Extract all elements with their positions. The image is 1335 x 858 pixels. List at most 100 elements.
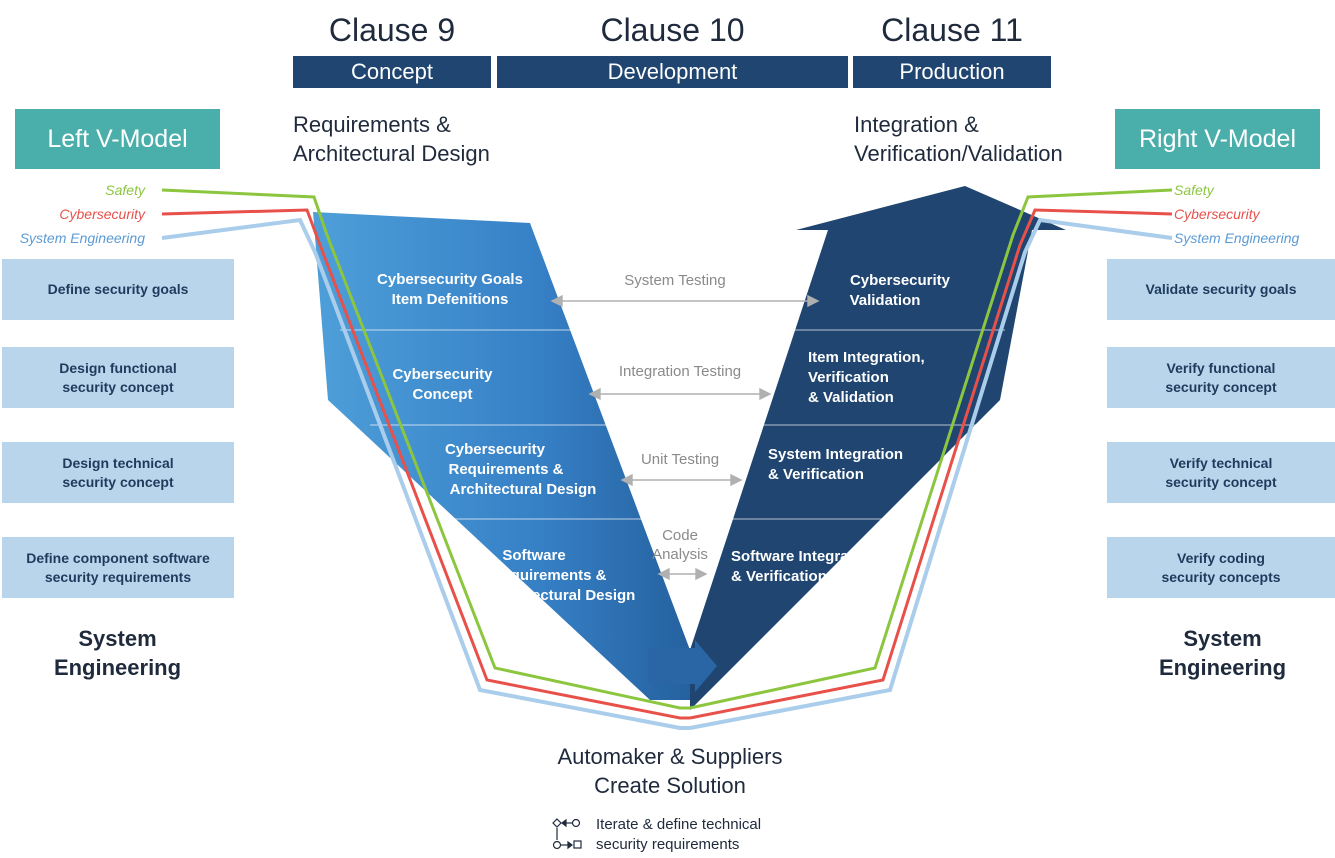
- v-right-stage-3: System Integration & Verification: [768, 445, 948, 485]
- v-right-stage-4-line2: & Verification: [731, 568, 827, 585]
- right-heading: Integration & Verification/Validation: [854, 110, 1114, 168]
- v-right-stage-1: Cybersecurity Validation: [825, 271, 975, 311]
- right-box-4-line1: Verify coding: [1177, 549, 1265, 566]
- right-legend-cybersecurity: Cybersecurity: [1174, 206, 1260, 222]
- v-left-stage-4-line1: Software: [502, 547, 566, 564]
- left-heading-line2: Architectural Design: [293, 141, 490, 166]
- v-right-stage-2-line2: Verification: [808, 369, 889, 386]
- right-box-4: Verify coding security concepts: [1107, 537, 1335, 598]
- bottom-caption: Automaker & Suppliers Create Solution: [520, 742, 820, 800]
- clause-9-title: Clause 9: [328, 12, 456, 48]
- v-right-stage-3-line2: & Verification: [768, 466, 864, 483]
- v-right-stage-4-line1: Software Integration: [731, 548, 877, 565]
- phase-development: Development: [497, 56, 848, 88]
- left-box-1: Define security goals: [2, 259, 234, 320]
- left-footer-line2: Engineering: [53, 655, 182, 680]
- system-testing-arrow: [550, 294, 820, 308]
- right-heading-line1: Integration &: [854, 112, 979, 137]
- right-heading-line2: Verification/Validation: [854, 141, 1063, 166]
- v-left-stage-1-line1: Cybersecurity Goals: [377, 271, 523, 288]
- left-box-2-line2: security concept: [62, 378, 174, 395]
- phase-concept: Concept: [293, 56, 491, 88]
- right-box-1: Validate security goals: [1107, 259, 1335, 320]
- right-legend-system-engineering: System Engineering: [1174, 230, 1300, 246]
- iterate-icon: [552, 818, 582, 850]
- v-right-arrow: [690, 186, 1066, 710]
- v-right-stage-3-line1: System Integration: [768, 446, 904, 463]
- phase-production: Production: [853, 56, 1051, 88]
- v-left-stage-4: Software Requirements & Architectural De…: [455, 546, 665, 606]
- bottom-caption-line1: Automaker & Suppliers: [557, 744, 783, 769]
- v-left-stage-3-line2: Requirements &: [448, 461, 564, 478]
- right-system-engineering-line: [689, 217, 1173, 730]
- right-safety-line: [689, 188, 1173, 710]
- right-box-3-line2: security concept: [1165, 473, 1277, 490]
- left-box-3: Design technical security concept: [2, 442, 234, 503]
- left-box-2-line1: Design functional: [59, 359, 177, 376]
- right-box-2-line2: security concept: [1165, 378, 1277, 395]
- v-left-stage-2-line2: Concept: [412, 386, 473, 403]
- right-cybersecurity-line: [689, 208, 1173, 720]
- right-footer-line2: Engineering: [1158, 655, 1287, 680]
- right-system-engineering-title: System Engineering: [1120, 624, 1325, 682]
- bottom-caption-line2: Create Solution: [594, 773, 746, 798]
- v-right-stage-2: Item Integration, Verification & Validat…: [800, 348, 960, 408]
- right-box-4-line2: security concepts: [1161, 568, 1281, 585]
- right-box-2-line1: Verify functional: [1166, 359, 1276, 376]
- v-right-stage-2-line3: & Validation: [808, 389, 894, 406]
- right-footer-line1: System: [1183, 626, 1262, 651]
- right-legend-safety: Safety: [1174, 182, 1214, 198]
- left-system-engineering-line: [161, 217, 690, 730]
- left-box-2: Design functional security concept: [2, 347, 234, 408]
- code-analysis-arrow: [657, 567, 708, 581]
- v-left-stage-4-line2: Requirements &: [491, 567, 607, 584]
- integration-testing-label: Integration Testing: [618, 363, 742, 380]
- left-box-1-text: Define security goals: [47, 281, 189, 297]
- code-analysis-line2: Analysis: [652, 546, 708, 563]
- right-box-3-line1: Verify technical: [1169, 454, 1273, 471]
- left-footer-line1: System: [78, 626, 157, 651]
- v-left-stage-1-line2: Item Defenitions: [391, 291, 509, 308]
- left-legend-safety: Safety: [105, 182, 145, 198]
- v-left-stage-4-line3: Architectural Design: [488, 587, 636, 604]
- v-left-stage-3: Cybersecurity Requirements & Architectur…: [420, 440, 620, 500]
- left-box-4: Define component software security requi…: [2, 537, 234, 598]
- left-system-engineering-title: System Engineering: [15, 624, 220, 682]
- left-heading-line1: Requirements &: [293, 112, 451, 137]
- system-testing-label: System Testing: [624, 272, 726, 289]
- iterate-legend-line1: Iterate & define technical: [596, 816, 762, 833]
- right-v-model-title: Right V-Model: [1115, 109, 1320, 169]
- left-box-4-line1: Define component software: [26, 549, 210, 566]
- left-box-3-line2: security concept: [62, 473, 174, 490]
- left-safety-line: [161, 188, 690, 710]
- left-heading: Requirements & Architectural Design: [293, 110, 543, 168]
- v-left-arm: [313, 212, 690, 700]
- v-left-stage-1: Cybersecurity Goals Item Defenitions: [350, 270, 550, 310]
- left-cybersecurity-line: [161, 208, 690, 720]
- v-right-stage-1-line1: Cybersecurity: [849, 272, 951, 289]
- v-left-stage-2-line1: Cybersecurity: [392, 366, 493, 383]
- code-analysis-label: Code Analysis: [640, 526, 720, 564]
- integration-testing-arrow: [588, 387, 772, 401]
- bottom-arrow-icon: [648, 640, 717, 692]
- iterate-legend-line2: security requirements: [596, 836, 740, 853]
- right-box-1-text: Validate security goals: [1145, 281, 1297, 297]
- left-legend-cybersecurity: Cybersecurity: [59, 206, 145, 222]
- unit-testing-arrow: [620, 473, 743, 487]
- code-analysis-line1: Code: [662, 527, 698, 544]
- left-legend-system-engineering: System Engineering: [19, 230, 145, 246]
- v-left-stage-3-line3: Architectural Design: [449, 481, 597, 498]
- left-v-model-title: Left V-Model: [15, 109, 220, 169]
- v-left-stage-3-line1: Cybersecurity: [444, 441, 546, 458]
- v-right-stage-2-line1: Item Integration,: [808, 349, 925, 366]
- left-box-4-line2: security requirements: [44, 568, 192, 585]
- left-box-3-line1: Design technical: [62, 454, 174, 471]
- iterate-legend: Iterate & define technical security requ…: [596, 815, 816, 855]
- clause-11-title: Clause 11: [881, 12, 1023, 48]
- right-box-2: Verify functional security concept: [1107, 347, 1335, 408]
- v-right-stage-1-line2: Validation: [849, 292, 921, 309]
- v-left-stage-2: Cybersecurity Concept: [370, 365, 515, 405]
- v-right-stage-4: Software Integration & Verification: [731, 547, 911, 587]
- right-box-3: Verify technical security concept: [1107, 442, 1335, 503]
